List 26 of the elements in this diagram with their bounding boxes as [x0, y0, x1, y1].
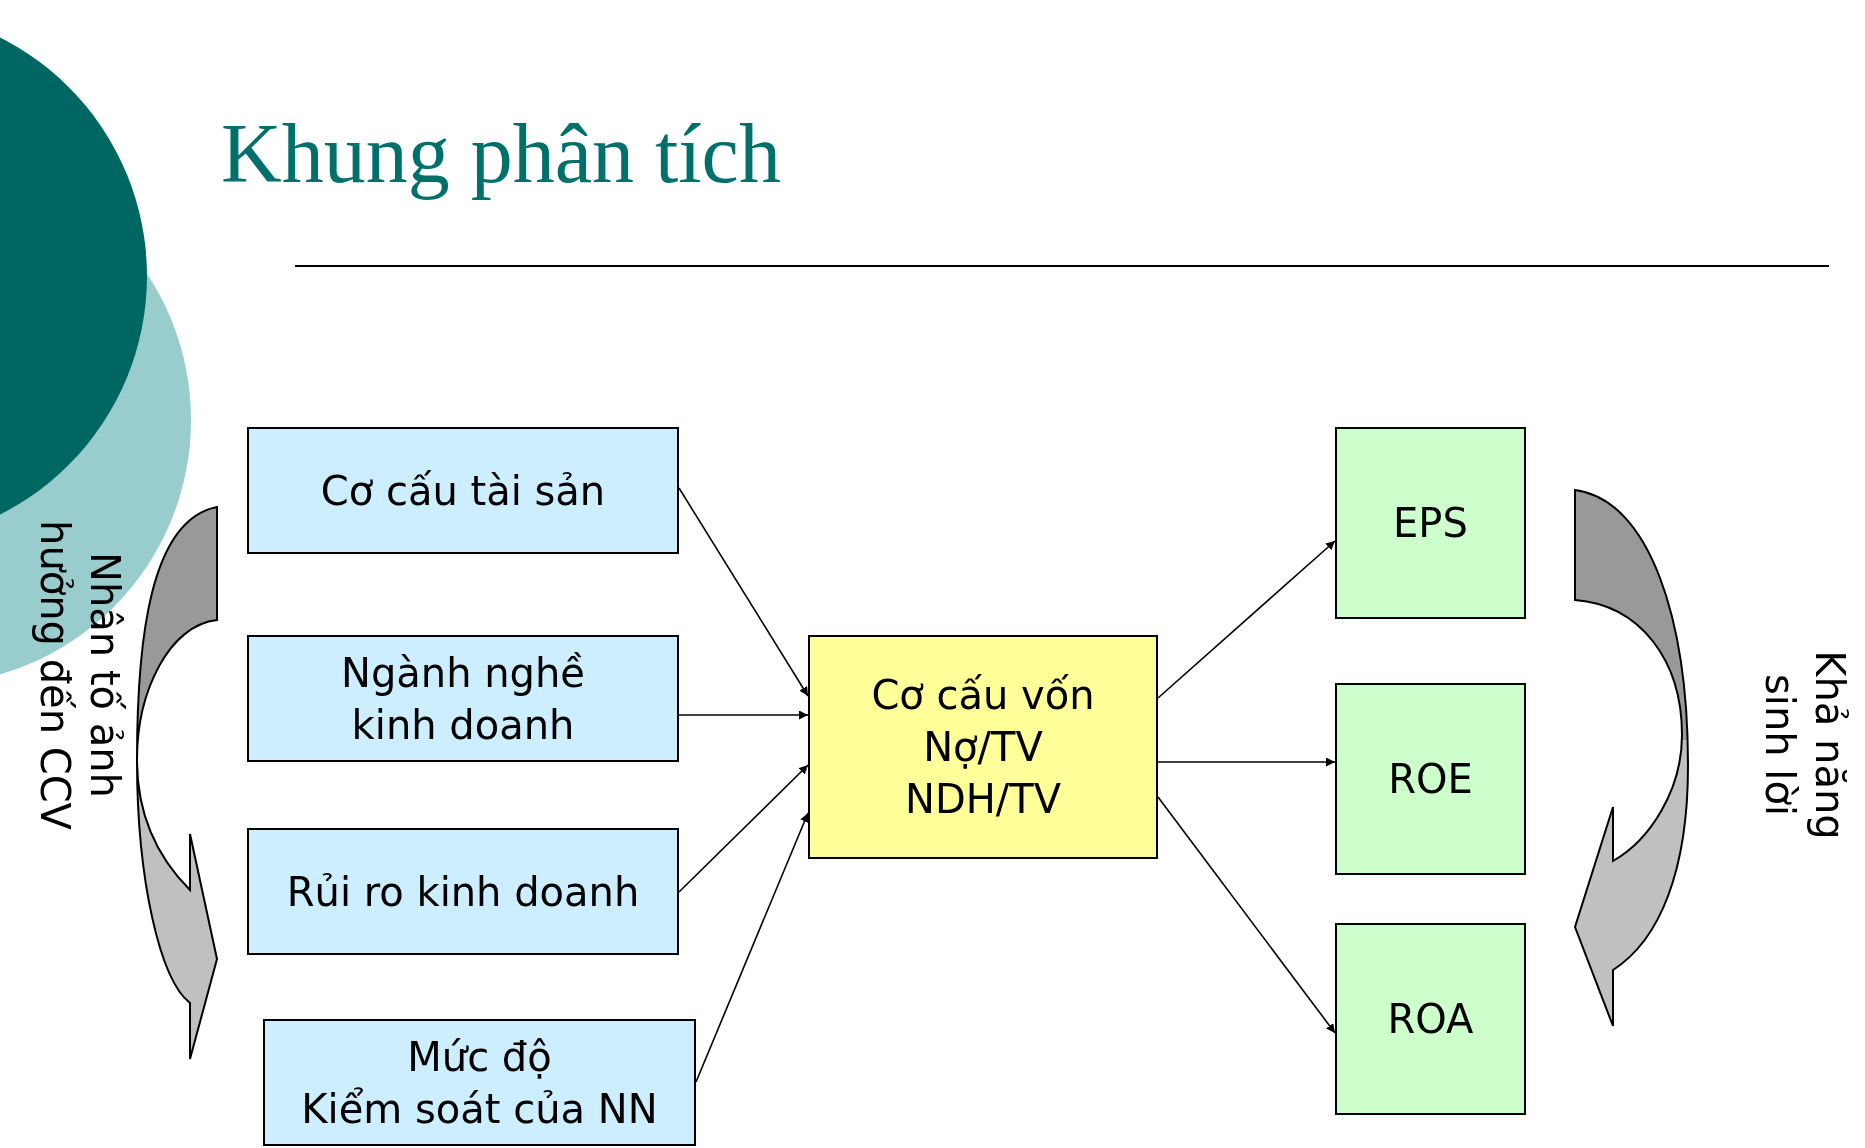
slide-title: Khung phân tích	[221, 106, 781, 202]
capital-structure-box	[808, 635, 1158, 859]
factor-box	[263, 1019, 696, 1146]
box-text: Rủi ro kinh doanh	[286, 867, 640, 917]
box-text: Cơ cấu tài sản	[320, 466, 606, 516]
ratio-box	[1335, 923, 1526, 1115]
arrow	[1157, 796, 1336, 1034]
box-text: ROA	[1387, 995, 1474, 1044]
arrow	[678, 487, 809, 697]
box-text: Mức độ	[407, 1032, 552, 1082]
side-label: Nhân tố ảnh hưởng đến CCV	[31, 519, 129, 832]
arrow	[678, 710, 809, 720]
factor-box	[247, 635, 679, 762]
box-text: Ngành nghề kinh doanh	[340, 648, 586, 750]
box-text: EPS	[1393, 499, 1468, 548]
box-text: Kiểm soát của NN	[301, 1084, 658, 1134]
ratio-box	[1335, 427, 1526, 619]
arrow	[1157, 757, 1336, 767]
box-text: Cơ cấu vốn Nợ/TV NDH/TV	[870, 671, 1096, 824]
side-label: Khả năng sinh lời	[1756, 649, 1854, 842]
factor-box	[247, 828, 679, 955]
factor-box	[247, 427, 679, 554]
arrow	[1157, 540, 1336, 699]
arrow	[678, 764, 809, 893]
ratio-box	[1335, 683, 1526, 875]
box-text: ROE	[1388, 755, 1473, 804]
